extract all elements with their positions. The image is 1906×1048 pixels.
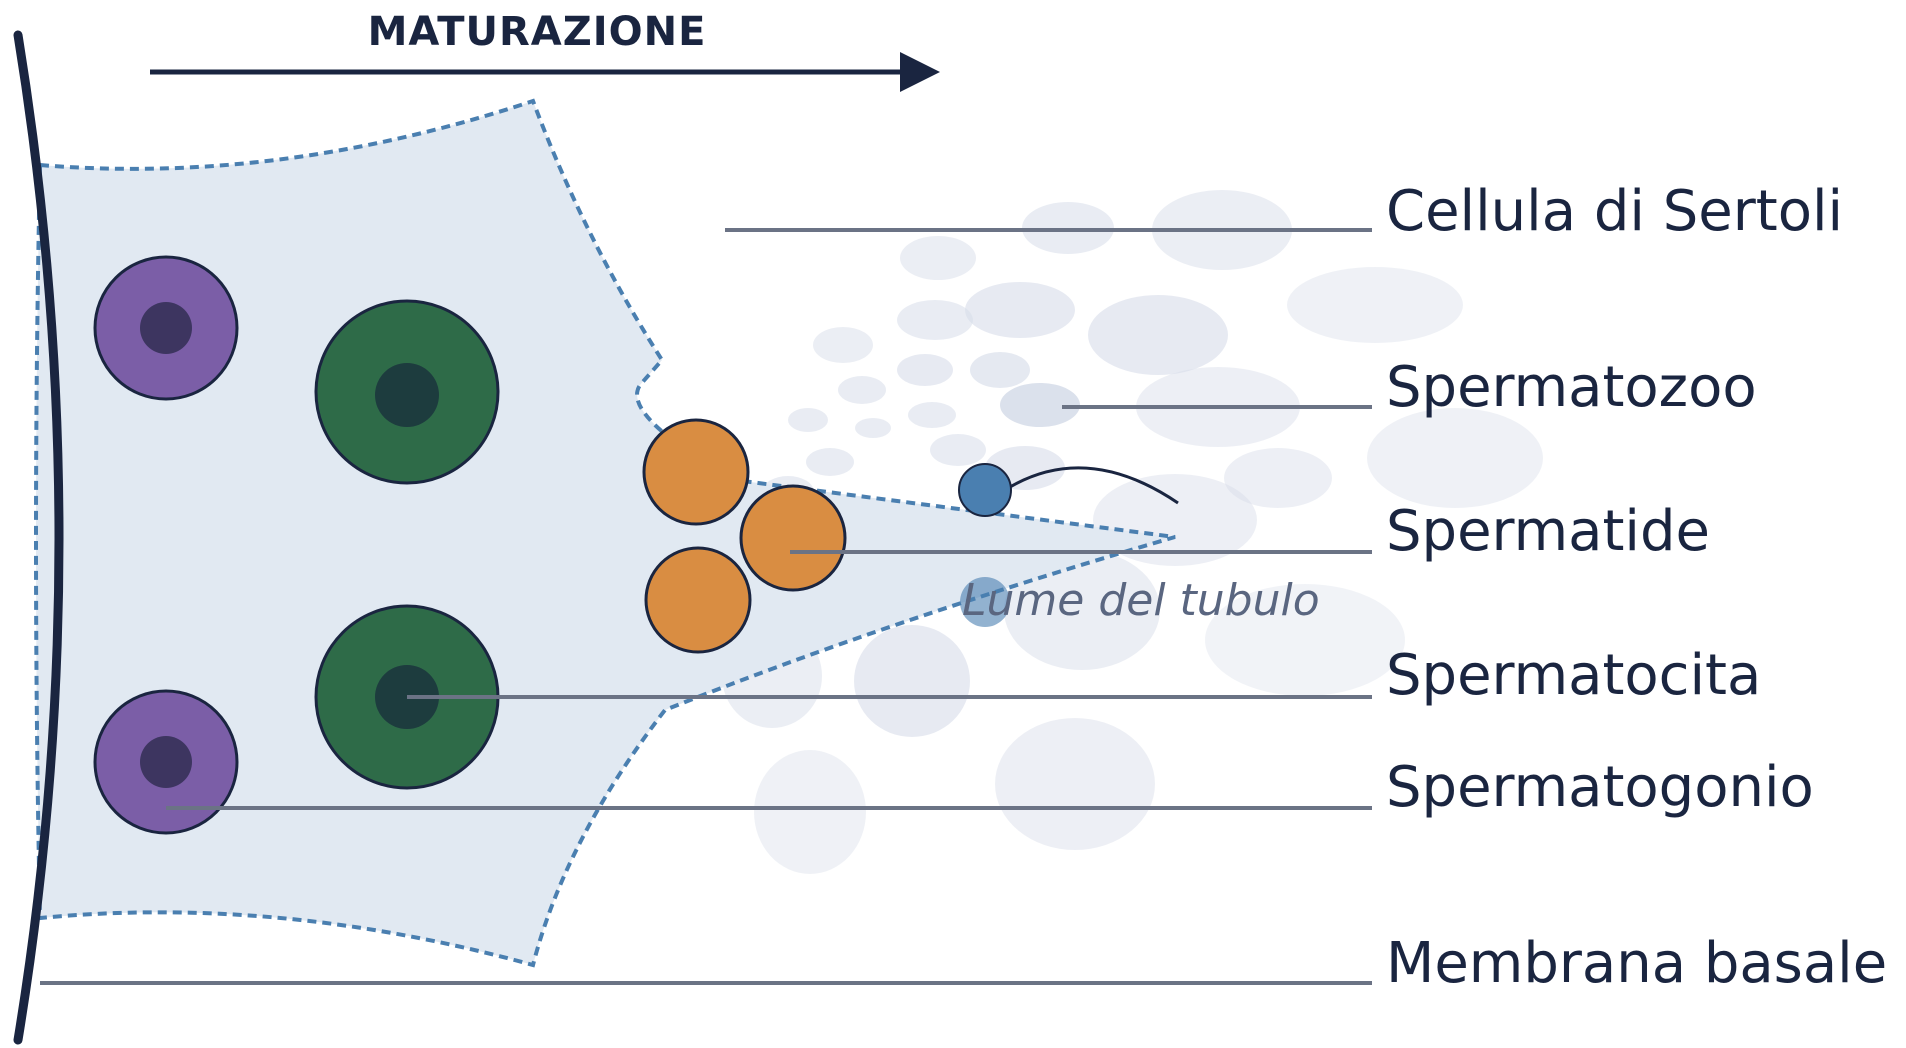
bg-cell	[1000, 383, 1080, 427]
spermatozoo-tail	[1004, 466, 1179, 505]
bg-cell	[1367, 408, 1543, 508]
bg-cell	[900, 236, 976, 280]
spermatozoo-head	[958, 463, 1012, 517]
bg-cell	[854, 625, 970, 737]
bg-cell	[897, 354, 953, 386]
bg-cell	[838, 376, 886, 404]
spermatogonio-cell	[93, 255, 239, 401]
bg-cell	[1004, 550, 1160, 670]
bg-cell	[754, 750, 866, 874]
label-spermatogonio: Spermatogonio	[1386, 755, 1814, 820]
bg-cell	[995, 718, 1155, 850]
spermatozoo-tail-ghost	[960, 577, 1010, 627]
basement-membrane	[13, 30, 64, 1045]
label-spermatozoo: Spermatozoo	[1386, 355, 1757, 420]
sertoli-cell	[34, 98, 1176, 968]
bg-cell	[1088, 295, 1228, 375]
label-membrana: Membrana basale	[1386, 931, 1887, 996]
spermatide-cell	[644, 546, 752, 654]
spermatogonio-cell	[93, 689, 239, 835]
spermatocita-cell	[314, 299, 500, 485]
bg-cell	[1287, 267, 1463, 343]
bg-cell	[970, 352, 1030, 388]
maturation-title: MATURAZIONE	[368, 9, 707, 55]
bg-cell	[806, 448, 854, 476]
bg-cell	[1205, 584, 1405, 696]
spermatide-cell	[739, 484, 847, 592]
bg-cell	[930, 434, 986, 466]
lumen-label: Lume del tubulo	[962, 575, 1320, 626]
spermatide-cell	[642, 418, 750, 526]
bg-cell	[897, 300, 973, 340]
bg-cell	[813, 327, 873, 363]
bg-cell	[855, 418, 891, 438]
label-spermatocita: Spermatocita	[1386, 643, 1761, 708]
label-sertoli: Cellula di Sertoli	[1386, 179, 1843, 244]
bg-cell	[908, 402, 956, 428]
label-spermatide: Spermatide	[1386, 499, 1710, 564]
bg-cell	[788, 408, 828, 432]
maturation-arrow-head	[900, 52, 940, 92]
bg-cell	[965, 282, 1075, 338]
bg-cell	[1224, 448, 1332, 508]
